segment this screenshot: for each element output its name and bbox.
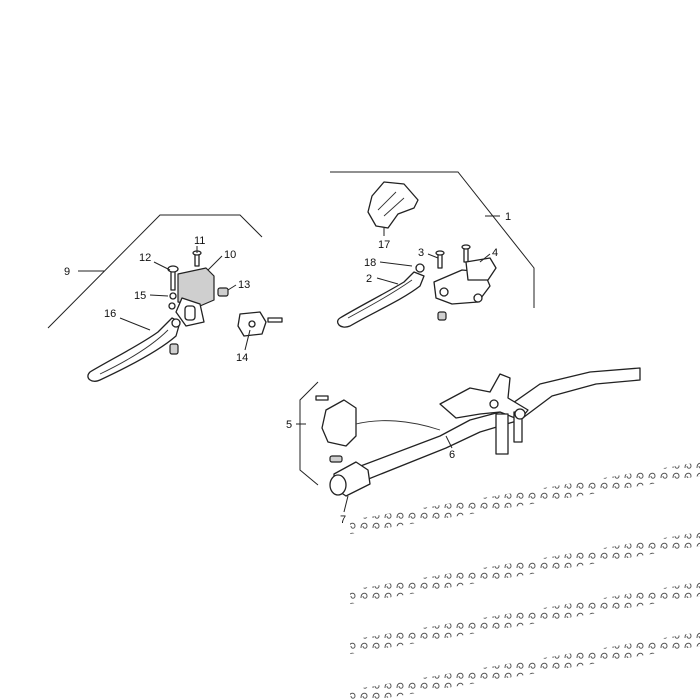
screw-upper	[461, 244, 471, 263]
lever-housing-10	[168, 267, 215, 327]
callout-18: 18	[364, 257, 376, 269]
throttle-grip-7	[329, 455, 371, 497]
clutch-lever-16	[87, 317, 181, 382]
nut-13	[217, 287, 229, 297]
brake-lever-2	[336, 271, 425, 328]
callout-14: 14	[236, 352, 248, 364]
callout-7: 7	[340, 514, 346, 526]
callout-11: 11	[194, 235, 205, 247]
callout-4: 4	[492, 247, 498, 259]
assembly-1-bracket	[330, 171, 535, 308]
callout-13: 13	[238, 279, 250, 291]
callout-9: 9	[64, 266, 70, 278]
callout-6: 6	[449, 449, 455, 461]
callout-16: 16	[104, 308, 116, 320]
callout-17: 17	[378, 239, 390, 251]
cover-17	[367, 181, 419, 229]
callout-10: 10	[224, 249, 236, 261]
callout-3: 3	[418, 247, 424, 259]
washer-15	[169, 292, 177, 300]
handlebar	[349, 367, 641, 485]
screw-11	[192, 250, 202, 267]
pivot-pin-18	[415, 263, 425, 273]
switch-housing	[315, 395, 441, 447]
leaders-assembly-1	[376, 253, 491, 285]
assembly-9-bracket	[47, 214, 263, 329]
bolt-3	[435, 250, 445, 269]
callout-2: 2	[366, 273, 372, 285]
callout-15: 15	[134, 290, 146, 302]
callout-5: 5	[286, 419, 292, 431]
pattern-bands	[350, 462, 700, 700]
callout-12: 12	[139, 252, 151, 264]
leaders-assembly-5	[343, 435, 453, 513]
callout-1: 1	[505, 211, 511, 223]
lever-bracket-4	[433, 257, 497, 321]
clamp-14	[237, 311, 283, 337]
assembly-5-bracket	[296, 381, 319, 486]
leaders-assembly-9	[119, 246, 251, 351]
lever-nut	[169, 343, 179, 355]
